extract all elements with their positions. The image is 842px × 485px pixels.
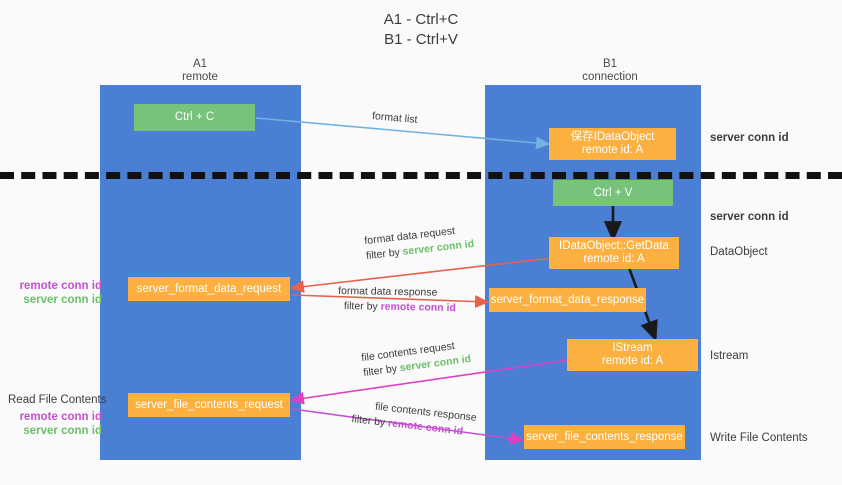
box-save-idataobject-line1: 保存IDataObject: [570, 131, 655, 143]
box-istream[interactable]: IStream remote id: A: [567, 339, 698, 371]
box-server-format-data-response[interactable]: server_format_data_response: [489, 288, 646, 312]
page-title: A1 - Ctrl+C B1 - Ctrl+V: [0, 10, 842, 50]
left-label-group-2: remote conn id server conn id: [10, 410, 102, 438]
left-label-server-conn-id-2: server conn id: [23, 425, 102, 437]
title-line-1: A1 - Ctrl+C: [383, 11, 459, 28]
filter-key-remote-conn-id: remote conn id: [380, 300, 457, 315]
box-getdata-line1: IDataObject::GetData: [559, 240, 669, 252]
box-istream-line2: remote id: A: [601, 355, 664, 367]
box-ctrl-c[interactable]: Ctrl + C: [134, 104, 255, 131]
box-save-idataobject[interactable]: 保存IDataObject remote id: A: [549, 128, 676, 160]
lane-header-b1: B1 connection: [540, 58, 680, 84]
box-getdata-line2: remote id: A: [583, 253, 645, 265]
right-label-istream: Istream: [710, 350, 749, 362]
box-ctrl-v[interactable]: Ctrl + V: [553, 180, 673, 206]
left-label-remote-conn-id-1: remote conn id: [19, 280, 102, 292]
phase-divider: [0, 172, 842, 179]
filter-by-text: filter by: [350, 412, 389, 430]
filter-by-text: filter by: [343, 300, 381, 313]
right-label-server-conn-id-1: server conn id: [710, 132, 789, 144]
filter-by-text: filter by: [362, 362, 401, 379]
arrow-label-format-data-response: format data response filter by remote co…: [338, 284, 457, 316]
left-label-group-1: remote conn id server conn id: [10, 279, 102, 307]
lane-header-b1-name: B1: [602, 58, 618, 70]
lane-header-a1-name: A1: [192, 58, 208, 70]
box-server-format-data-request[interactable]: server_format_data_request: [128, 277, 290, 301]
arrow-label-format-data-response-filter: filter by remote conn id: [338, 299, 456, 316]
box-istream-line1: IStream: [612, 342, 653, 354]
box-server-file-contents-response[interactable]: server_file_contents_response: [524, 425, 685, 449]
arrow-label-file-contents-request: file contents request filter by server c…: [361, 337, 473, 381]
box-getdata[interactable]: IDataObject::GetData remote id: A: [549, 237, 679, 269]
right-label-dataobject: DataObject: [710, 246, 768, 258]
left-label-server-conn-id-1: server conn id: [23, 294, 102, 306]
right-label-write-file-contents: Write File Contents: [710, 432, 808, 444]
filter-by-text: filter by: [365, 245, 404, 263]
lane-header-b1-sub: connection: [582, 71, 638, 83]
title-line-2: B1 - Ctrl+V: [384, 31, 458, 48]
right-label-server-conn-id-2: server conn id: [710, 211, 789, 223]
box-server-file-contents-request[interactable]: server_file_contents_request: [128, 393, 290, 417]
lane-header-a1: A1 remote: [140, 58, 260, 84]
arrow-label-format-data-request: format data request filter by server con…: [364, 222, 475, 264]
box-save-idataobject-line2: remote id: A: [581, 144, 644, 156]
lane-header-a1-sub: remote: [182, 71, 218, 83]
arrow-label-file-contents-response: file contents response filter by remote …: [351, 397, 478, 441]
arrow-label-format-list: format list: [371, 110, 418, 126]
left-label-read-file-contents: Read File Contents: [8, 394, 107, 406]
left-label-remote-conn-id-2: remote conn id: [19, 411, 102, 423]
